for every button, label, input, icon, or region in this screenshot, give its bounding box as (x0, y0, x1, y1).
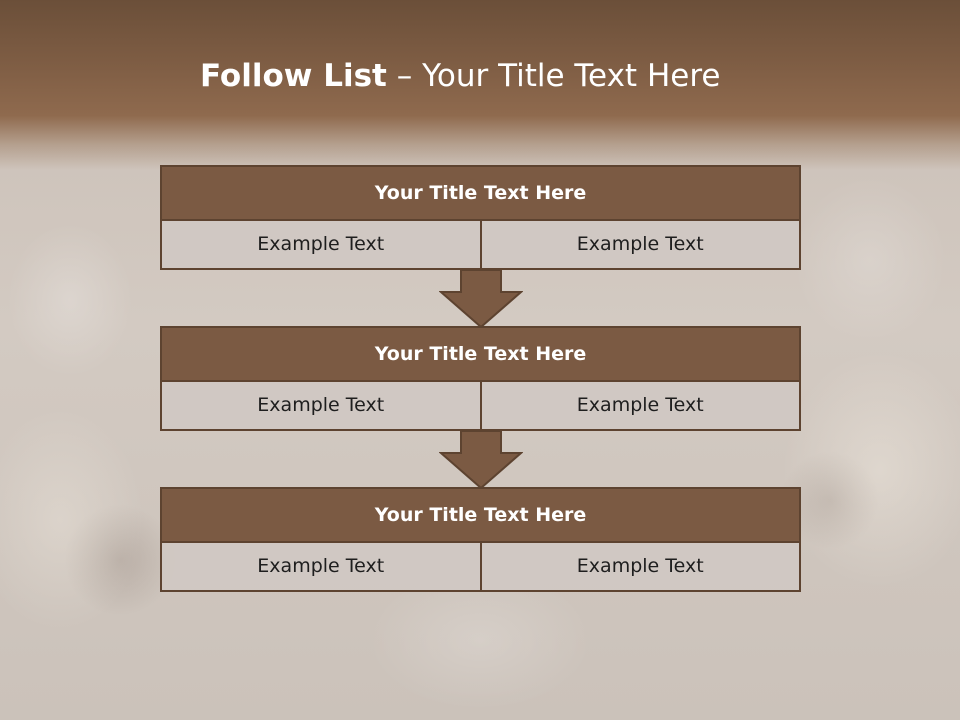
block-row: Example Text Example Text (160, 382, 801, 431)
block-cell-right[interactable]: Example Text (479, 543, 801, 592)
list-block-1: Your Title Text Here Example Text Exampl… (160, 165, 801, 270)
slide-title[interactable]: Follow List – Your Title Text Here (200, 52, 820, 100)
block-row: Example Text Example Text (160, 543, 801, 592)
block-cell-left[interactable]: Example Text (160, 543, 482, 592)
block-cell-left[interactable]: Example Text (160, 221, 482, 270)
down-arrow-icon (439, 431, 523, 489)
list-block-3: Your Title Text Here Example Text Exampl… (160, 487, 801, 592)
block-title[interactable]: Your Title Text Here (160, 326, 801, 382)
block-cell-right[interactable]: Example Text (479, 382, 801, 431)
header-band (0, 0, 960, 170)
title-rest: – Your Title Text Here (386, 58, 721, 94)
title-bold: Follow List (200, 58, 387, 94)
block-cell-left[interactable]: Example Text (160, 382, 482, 431)
list-block-2: Your Title Text Here Example Text Exampl… (160, 326, 801, 431)
block-title[interactable]: Your Title Text Here (160, 165, 801, 221)
block-title[interactable]: Your Title Text Here (160, 487, 801, 543)
block-cell-right[interactable]: Example Text (479, 221, 801, 270)
down-arrow-icon (439, 270, 523, 328)
block-row: Example Text Example Text (160, 221, 801, 270)
